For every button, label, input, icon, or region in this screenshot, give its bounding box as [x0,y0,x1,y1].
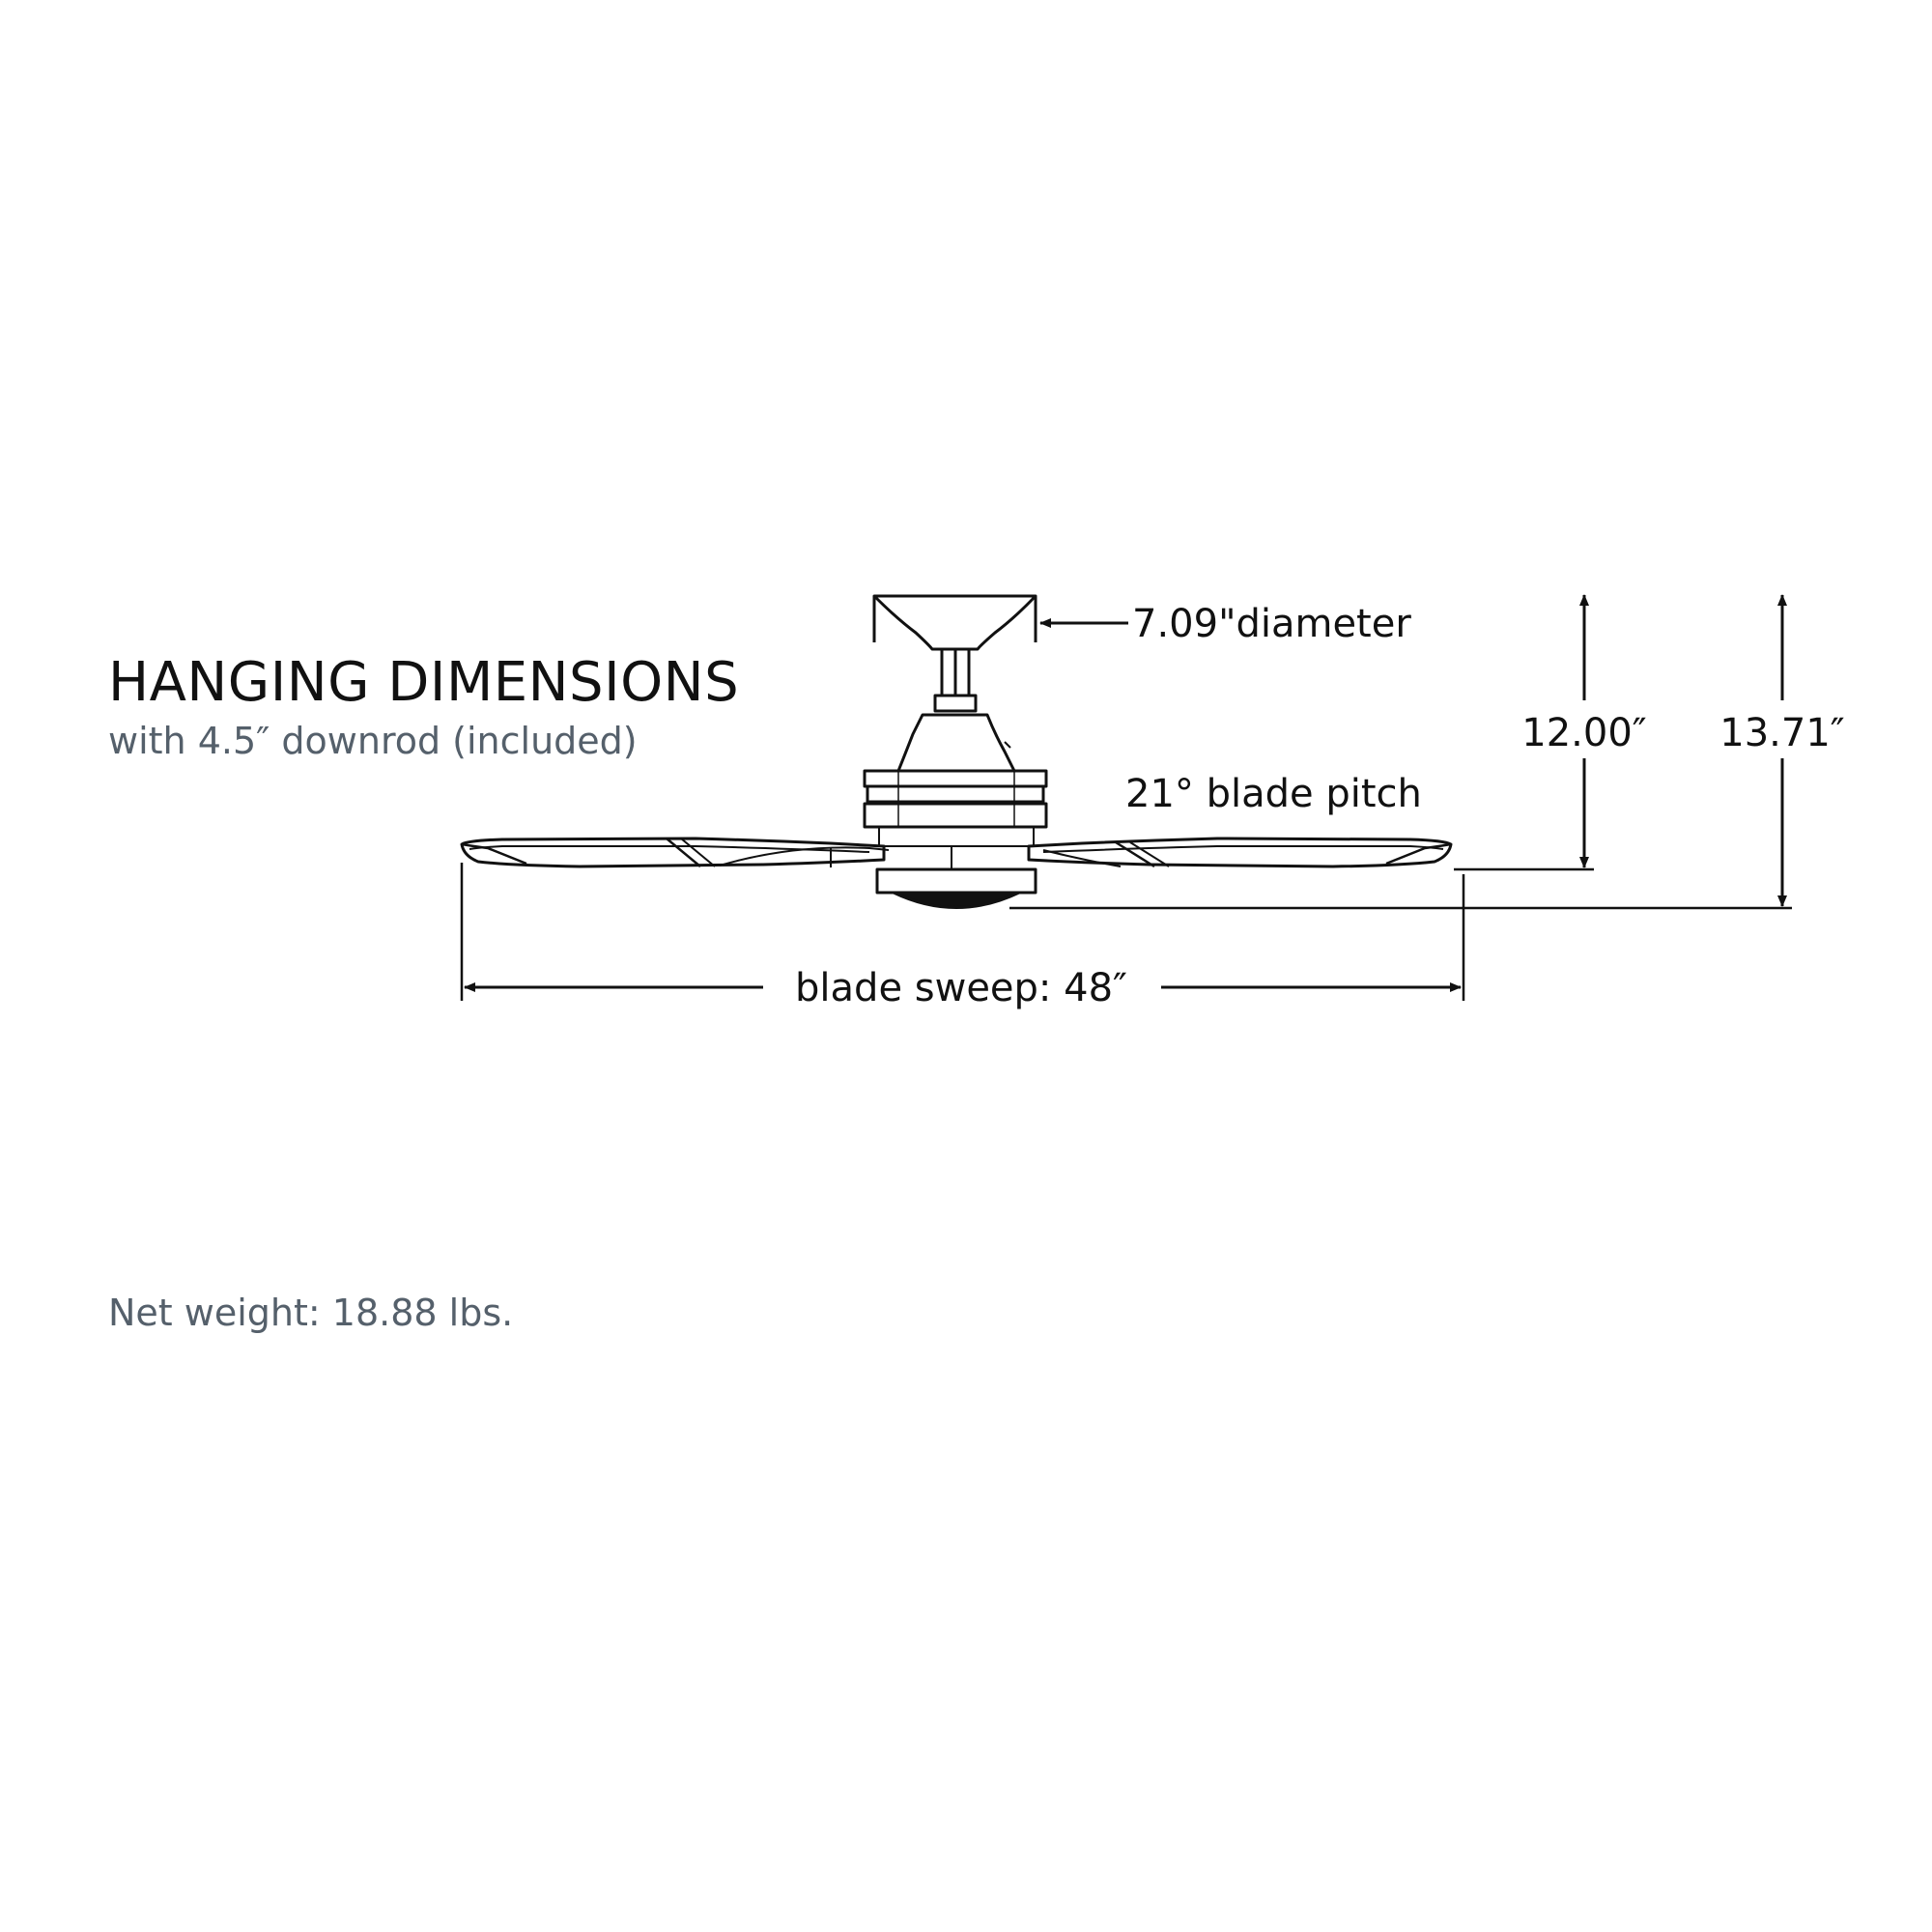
canopy-diameter-label: 7.09"diameter [1132,602,1411,646]
net-weight: Net weight: 18.88 lbs. [108,1292,514,1334]
page-title: HANGING DIMENSIONS [108,651,740,714]
height-1371-label: 13.71″ [1719,711,1844,755]
blade-sweep-label: blade sweep: 48″ [795,966,1127,1010]
ceiling-fan-illustration [460,594,1453,909]
canopy [872,594,1037,651]
blade-assembly [460,826,1453,869]
height-12-label: 12.00″ [1521,711,1646,755]
downrod [933,647,978,713]
blade-pitch-label: 21° blade pitch [1125,772,1422,816]
dimension-lines [460,594,1792,1001]
page-subtitle: with 4.5″ downrod (included) [108,720,638,762]
light-kit [875,867,1037,909]
motor-housing [863,713,1048,829]
